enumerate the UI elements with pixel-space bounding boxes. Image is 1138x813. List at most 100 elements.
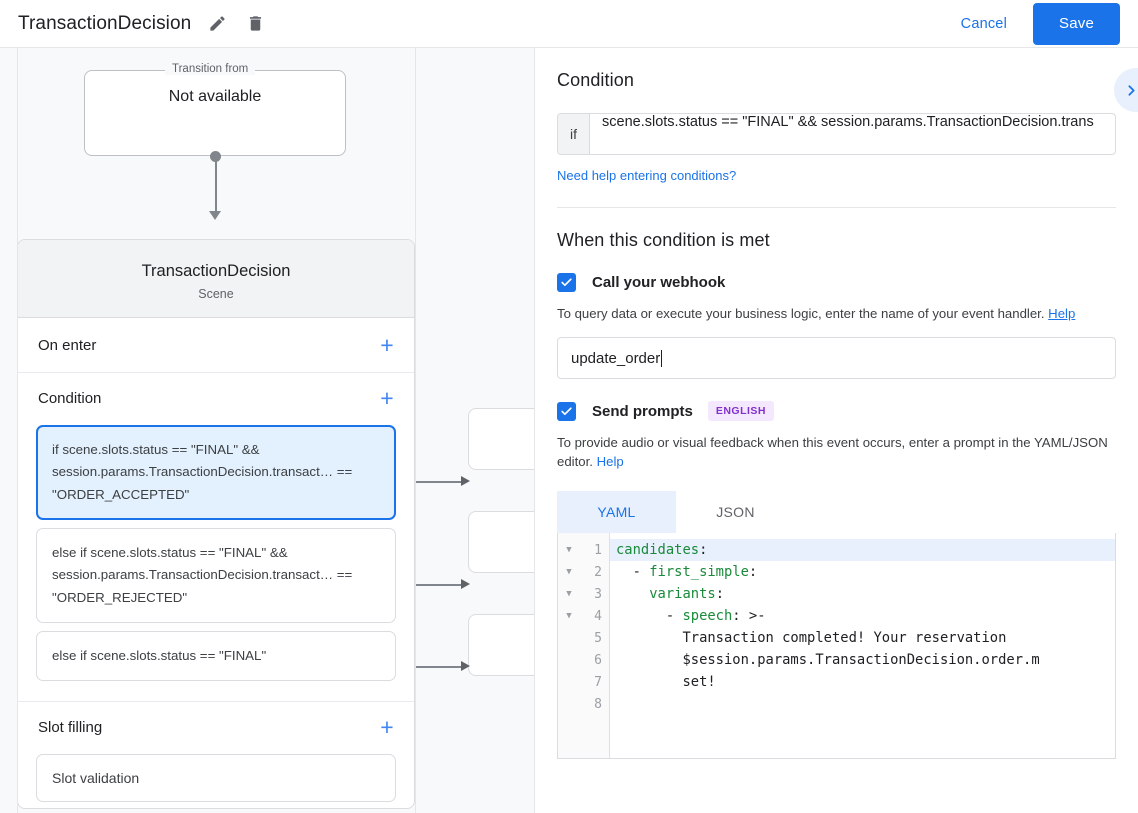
condition-help-link[interactable]: Need help entering conditions? xyxy=(557,168,737,183)
fold-arrow-icon[interactable]: ▼ xyxy=(566,589,572,600)
section-on-enter: On enter + xyxy=(18,318,414,373)
edge-line-2 xyxy=(400,584,462,586)
section-condition-header: Condition + xyxy=(18,373,414,417)
transition-from-node[interactable]: Transition from Not available xyxy=(84,63,346,156)
tab-yaml[interactable]: YAML xyxy=(557,491,676,534)
line-number: 7 xyxy=(594,674,602,690)
editor-line-number: 7 xyxy=(558,671,609,693)
section-slot-filling-header: Slot filling + xyxy=(18,702,414,746)
section-slot-filling: Slot filling + Slot validation xyxy=(18,701,414,808)
graph-panel-divider xyxy=(415,48,416,813)
send-prompts-row: Send prompts ENGLISH xyxy=(557,401,1116,422)
webhook-handler-input[interactable]: update_order xyxy=(557,337,1116,380)
editor-code-area[interactable]: candidates: - first_simple: variants: - … xyxy=(610,533,1115,758)
chevron-right-icon[interactable] xyxy=(1114,68,1138,112)
tab-json[interactable]: JSON xyxy=(716,504,755,521)
line-number: 8 xyxy=(594,696,602,712)
text-caret xyxy=(661,349,663,367)
add-slot-filling-icon[interactable]: + xyxy=(380,713,394,740)
editor-code-line: candidates: xyxy=(610,539,1115,562)
section-condition: Condition + if scene.slots.status == "FI… xyxy=(18,373,414,687)
send-prompts-checkbox[interactable] xyxy=(557,401,576,421)
section-condition-label: Condition xyxy=(38,389,102,407)
condition-input-row[interactable]: if scene.slots.status == "FINAL" && sess… xyxy=(557,113,1116,155)
yaml-key: variants xyxy=(649,586,716,603)
slot-validation-card[interactable]: Slot validation xyxy=(36,754,396,803)
scene-card-header[interactable]: Transition to TransactionDecision Scene xyxy=(18,240,414,318)
editor-code-line: $session.params.TransactionDecision.orde… xyxy=(616,652,1040,669)
if-prefix-label: if xyxy=(558,114,590,154)
line-number: 5 xyxy=(594,630,602,646)
scene-graph-panel: Transition from Not available xyxy=(0,48,534,813)
line-number: 4 xyxy=(594,608,602,624)
fold-arrow-icon[interactable]: ▼ xyxy=(566,567,572,578)
condition-card-1[interactable]: if scene.slots.status == "FINAL" && sess… xyxy=(36,425,396,520)
editor-line-number: ▼3 xyxy=(558,583,609,605)
transition-from-legend: Transition from xyxy=(165,63,256,75)
transition-from-value: Not available xyxy=(168,88,262,105)
webhook-hint-text: To query data or execute your business l… xyxy=(557,306,1045,321)
editor-code-line: - first_simple: xyxy=(616,564,758,581)
editor-line-number: ▼4 xyxy=(558,605,609,627)
add-on-enter-icon[interactable]: + xyxy=(380,331,394,358)
line-number: 3 xyxy=(594,586,602,602)
line-number: 2 xyxy=(594,564,602,580)
section-on-enter-label: On enter xyxy=(38,336,97,354)
edge-dot-from xyxy=(210,151,221,162)
transition-to-legend: Transition to xyxy=(186,240,263,243)
cancel-button[interactable]: Cancel xyxy=(949,8,1019,40)
pencil-icon[interactable] xyxy=(205,12,229,36)
call-webhook-checkbox[interactable] xyxy=(557,273,576,292)
graph-left-gutter-line xyxy=(17,48,18,813)
ghost-target-node[interactable] xyxy=(468,614,534,676)
edge-arrow-3 xyxy=(461,661,470,671)
yaml-key: first_simple xyxy=(649,564,749,581)
condition-section: Condition if scene.slots.status == "FINA… xyxy=(535,48,1138,208)
edge-arrow-1 xyxy=(461,476,470,486)
edge-line-3 xyxy=(400,666,462,668)
prompts-hint-text: To provide audio or visual feedback when… xyxy=(557,435,1108,470)
add-condition-icon[interactable]: + xyxy=(380,384,394,411)
language-badge: ENGLISH xyxy=(707,401,775,422)
condition-expression-input[interactable]: scene.slots.status == "FINAL" && session… xyxy=(602,114,1094,130)
editor-line-number: ▼2 xyxy=(558,561,609,583)
edge-line-vertical xyxy=(215,158,217,216)
webhook-help-link[interactable]: Help xyxy=(1048,306,1076,321)
section-slot-filling-label: Slot filling xyxy=(38,718,103,736)
call-webhook-label: Call your webhook xyxy=(592,274,726,291)
condition-card-3[interactable]: else if scene.slots.status == "FINAL" xyxy=(36,630,396,682)
page-title: TransactionDecision xyxy=(18,12,192,34)
editor-code-line: - speech: >- xyxy=(616,608,766,625)
trash-icon[interactable] xyxy=(243,12,267,36)
edge-line-1 xyxy=(400,481,462,483)
ghost-target-node[interactable] xyxy=(468,511,534,573)
fold-arrow-icon[interactable]: ▼ xyxy=(566,611,572,622)
body-area: Transition from Not available xyxy=(0,48,1138,813)
editor-format-tabs: YAML JSON xyxy=(557,491,1116,534)
webhook-hint: To query data or execute your business l… xyxy=(557,304,1116,323)
detail-panel: Condition if scene.slots.status == "FINA… xyxy=(534,48,1138,813)
fold-arrow-icon[interactable]: ▼ xyxy=(566,545,572,556)
editor-line-number: 8 xyxy=(558,693,609,715)
edge-arrow-down xyxy=(209,211,221,220)
edge-arrow-2 xyxy=(461,579,470,589)
editor-line-number: 5 xyxy=(558,627,609,649)
webhook-handler-value: update_order xyxy=(571,349,661,367)
save-button[interactable]: Save xyxy=(1033,2,1120,45)
editor-code-line xyxy=(610,693,1115,715)
condition-heading: Condition xyxy=(557,70,634,90)
yaml-key: candidates xyxy=(616,542,700,559)
condition-card-2[interactable]: else if scene.slots.status == "FINAL" &&… xyxy=(36,527,396,623)
editor-code-line: set! xyxy=(616,674,716,691)
editor-code-line: Transaction completed! Your reservation xyxy=(616,630,1007,647)
ghost-target-node[interactable] xyxy=(468,408,534,470)
prompts-hint: To provide audio or visual feedback when… xyxy=(557,433,1116,471)
prompts-help-link[interactable]: Help xyxy=(596,454,624,470)
scene-card: Transition to TransactionDecision Scene … xyxy=(17,239,415,810)
when-met-heading: When this condition is met xyxy=(557,230,770,250)
yaml-key: speech xyxy=(682,608,733,625)
editor-line-number: ▼1 xyxy=(558,539,609,561)
